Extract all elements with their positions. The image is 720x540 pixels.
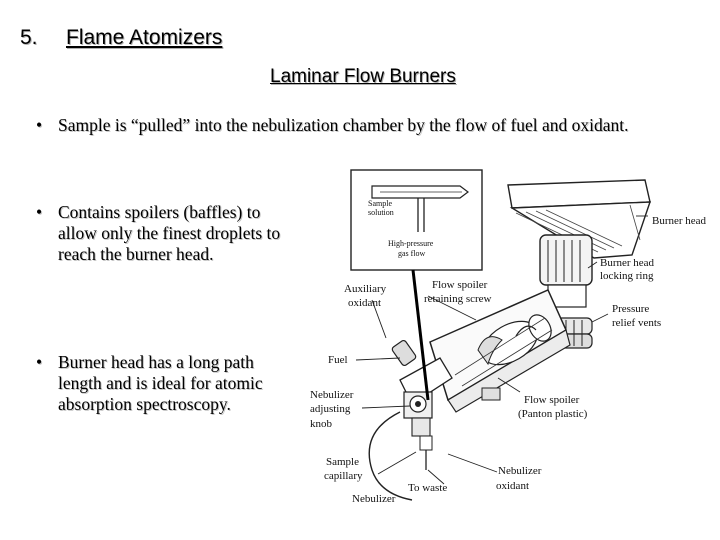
label-capillary-2: capillary: [324, 470, 363, 482]
label-to-waste: To waste: [408, 482, 447, 494]
label-adjusting-2: adjusting: [310, 403, 351, 415]
label-relief-vents-1: Pressure: [612, 303, 649, 315]
label-locking-ring-1: Burner head: [600, 257, 655, 269]
inset-label-gas-flow: gas flow: [398, 249, 426, 258]
label-neb-oxidant-1: Nebulizer: [498, 465, 542, 477]
label-relief-vents-2: relief vents: [612, 317, 661, 329]
burner-head: [507, 179, 651, 259]
label-fuel: Fuel: [328, 354, 348, 366]
section-title: Flame Atomizers: [66, 26, 223, 49]
sample-capillary-tube: [368, 411, 413, 501]
inset-label-solution: solution: [368, 208, 394, 217]
leader-lines: [355, 215, 648, 485]
bullet-text: Sample is “pulled” into the nebulization…: [58, 115, 629, 135]
label-burner-head: Burner head: [652, 215, 707, 227]
label-spoiler-screw-1: Flow spoiler: [432, 279, 488, 291]
section-number: 5.: [20, 26, 38, 49]
label-locking-ring-2: locking ring: [600, 270, 654, 282]
inset-pointer: [411, 269, 430, 401]
label-neb-oxidant-2: oxidant: [496, 480, 529, 492]
label-auxiliary-1: Auxiliary: [344, 283, 387, 295]
spray-chamber: [429, 289, 571, 413]
diagram-labels: Burner head Burner head locking ring Pre…: [310, 215, 707, 505]
bullet-item: • Sample is “pulled” into the nebulizati…: [36, 115, 656, 136]
label-flow-spoiler-2: (Panton plastic): [518, 408, 588, 420]
bullet-dot: •: [36, 115, 43, 135]
nebulizer-inset: Sample solution High-pressure gas flow: [350, 169, 483, 271]
slide-subtitle: Laminar Flow Burners: [270, 66, 456, 87]
label-adjusting-3: knob: [310, 418, 333, 430]
label-auxiliary-2: oxidant: [348, 297, 381, 309]
inset-capillary: [417, 198, 425, 232]
label-adjusting-1: Nebulizer: [310, 389, 354, 401]
label-spoiler-screw-2: retaining screw: [424, 293, 492, 305]
label-capillary-1: Sample: [326, 456, 359, 468]
label-nebulizer-bottom: Nebulizer: [352, 493, 396, 505]
bullet-dot: •: [36, 202, 43, 222]
spoiler-vane: [477, 336, 503, 366]
fuel-inlet: [391, 339, 417, 367]
locking-ring: [539, 234, 593, 308]
bullet-item: • Contains spoilers (baffles) to allow o…: [36, 202, 286, 265]
label-flow-spoiler-1: Flow spoiler: [524, 394, 580, 406]
bullet-item: • Burner head has a long path length and…: [36, 352, 286, 415]
bullet-text: Contains spoilers (baffles) to allow onl…: [58, 202, 281, 264]
inset-label-sample: Sample: [368, 199, 392, 208]
bullet-dot: •: [36, 352, 43, 372]
inset-label-high-pressure: High-pressure: [388, 239, 434, 248]
bullet-text: Burner head has a long path length and i…: [58, 352, 263, 414]
